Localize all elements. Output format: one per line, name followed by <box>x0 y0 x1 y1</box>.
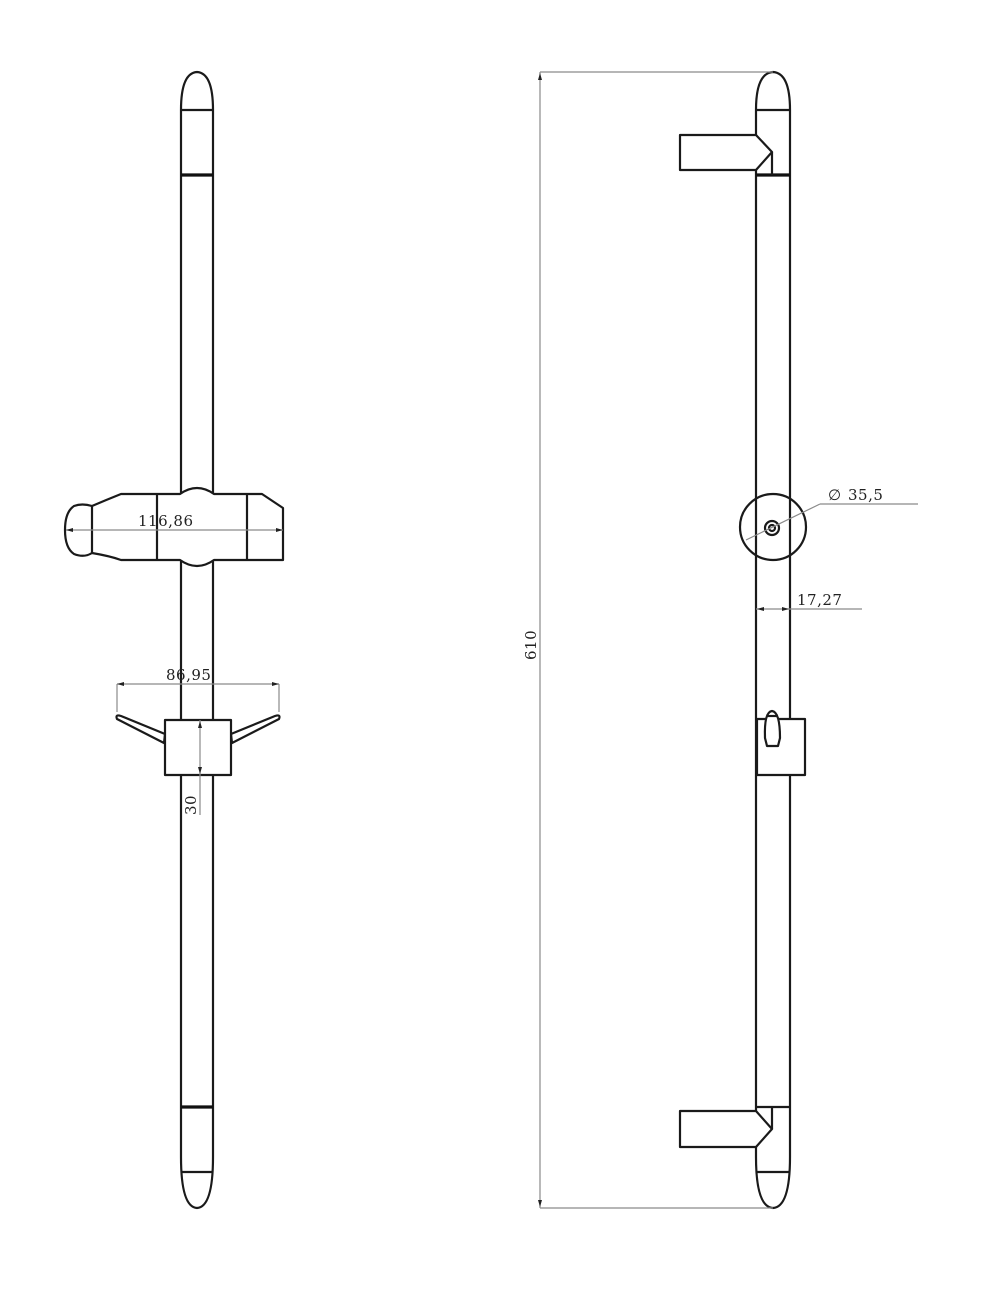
bracket-span-dimension: 86,95 <box>116 666 280 712</box>
outlet-diameter-dimension: ∅ 35,5 <box>745 486 918 541</box>
top-wall-bracket <box>678 133 774 175</box>
bracket-height-label: 30 <box>182 795 200 815</box>
bottom-wall-bracket <box>678 1107 774 1149</box>
total-length-dimension: 610 <box>522 71 773 1209</box>
side-rail <box>754 70 792 1210</box>
front-view: 116,86 86,95 30 <box>63 70 285 1210</box>
side-view: ∅ 35,5 17,27 610 <box>522 70 918 1210</box>
total-length-label: 610 <box>522 630 540 660</box>
holder-width-dimension: 116,86 <box>66 512 283 532</box>
rail-diameter-label: 17,27 <box>797 591 842 609</box>
outlet-diameter-label: 35,5 <box>848 486 883 504</box>
sliding-holder <box>63 486 285 568</box>
outlet-diameter-symbol: ∅ <box>828 486 842 504</box>
bracket-height-dimension: 30 <box>182 720 202 815</box>
rail-diameter-dimension: 17,27 <box>756 591 862 611</box>
hose-bracket <box>115 714 281 777</box>
bracket-span-label: 86,95 <box>166 666 211 684</box>
side-slider <box>755 709 807 777</box>
front-rail <box>179 70 215 1210</box>
holder-width-label: 116,86 <box>138 512 194 530</box>
